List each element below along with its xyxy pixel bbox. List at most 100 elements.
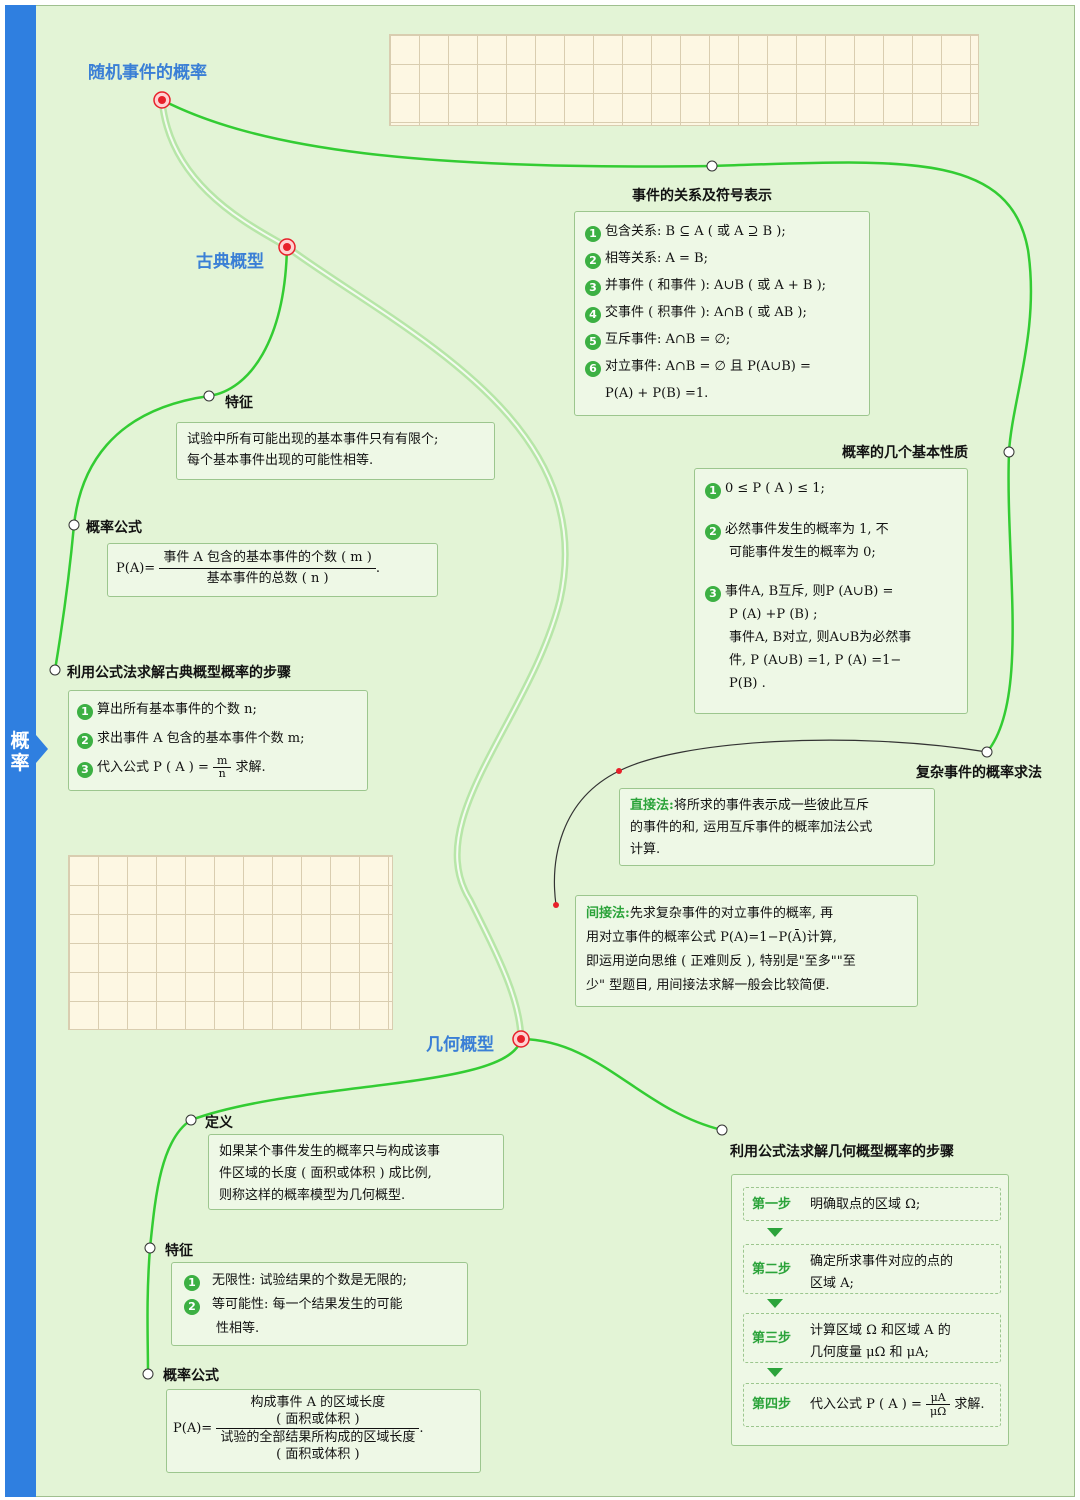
complex-indirect-line-2: 用对立事件的概率公式 P(A)=1−P(Ā)计算, bbox=[586, 930, 837, 945]
number-badge-5: 5 bbox=[585, 334, 601, 350]
number-badge-3: 3 bbox=[585, 280, 601, 296]
number-badge-1: 1 bbox=[585, 226, 601, 242]
relation-item-6-cont: P(A) + P(B) =1. bbox=[605, 386, 709, 401]
complex-indirect-box: 间接法:先求复杂事件的对立事件的概率, 再 用对立事件的概率公式 P(A)=1−… bbox=[575, 895, 918, 1007]
branch-right bbox=[711, 161, 1033, 753]
geometric-formula-fraction: 构成事件 A 的区域长度( 面积或体积 ) 试验的全部结果所构成的区域长度( 面… bbox=[216, 1394, 420, 1463]
branch-complex bbox=[553, 739, 988, 906]
complex-title: 复杂事件的概率求法 bbox=[916, 765, 1042, 781]
complex-direct-line-2: 的事件的和, 运用互斥事件的概率加法公式 bbox=[630, 820, 873, 835]
node-classical-steps bbox=[49, 664, 61, 676]
classical-formula-label: 概率公式 bbox=[86, 520, 142, 536]
geometric-step-2: 第二步确定所求事件对应的点的区域 A; bbox=[743, 1244, 1001, 1294]
geometric-def-box: 如果某个事件发生的概率只与构成该事 件区域的长度 ( 面积或体积 ) 成比例, … bbox=[208, 1134, 504, 1210]
grid-decoration-left bbox=[68, 855, 393, 1030]
branch-geometric-right bbox=[520, 1037, 723, 1132]
step-badge-3: 3 bbox=[77, 762, 93, 778]
node-relations bbox=[706, 160, 718, 172]
node-properties bbox=[1003, 446, 1015, 458]
geometric-feature-label: 特征 bbox=[165, 1243, 193, 1259]
geo-feature-badge-2: 2 bbox=[184, 1299, 200, 1315]
geometric-title: 几何概型 bbox=[426, 1035, 494, 1055]
relations-title: 事件的关系及符号表示 bbox=[632, 188, 772, 204]
step-badge-2: 2 bbox=[77, 733, 93, 749]
node-geo-def bbox=[185, 1114, 197, 1126]
node-classical-feature bbox=[203, 390, 215, 402]
classical-formula-lhs: P(A)= bbox=[116, 561, 156, 576]
property-badge-3: 3 bbox=[705, 586, 721, 602]
step-arrow-1 bbox=[767, 1228, 783, 1237]
classical-formula-numerator: 事件 A 包含的基本事件的个数 ( m ) bbox=[159, 548, 376, 569]
node-geo-steps bbox=[716, 1124, 728, 1136]
side-title: 概率 bbox=[10, 730, 30, 774]
main-topic: 随机事件的概率 bbox=[88, 63, 207, 83]
geometric-formula-lhs: P(A)= bbox=[173, 1421, 213, 1436]
geometric-formula-box: P(A)= 构成事件 A 的区域长度( 面积或体积 ) 试验的全部结果所构成的区… bbox=[166, 1389, 481, 1473]
geometric-def-line-1: 如果某个事件发生的概率只与构成该事 bbox=[219, 1144, 441, 1159]
classical-formula-denominator: 基本事件的总数 ( n ) bbox=[206, 571, 329, 586]
geometric-def-line-2: 件区域的长度 ( 面积或体积 ) 成比例, bbox=[219, 1166, 432, 1181]
properties-title: 概率的几个基本性质 bbox=[842, 445, 968, 461]
node-geometric bbox=[512, 1030, 530, 1048]
step-arrow-3 bbox=[767, 1368, 783, 1377]
node-main bbox=[153, 91, 171, 109]
classical-steps-label: 利用公式法求解古典概型概率的步骤 bbox=[67, 665, 291, 681]
complex-direct-box: 直接法:将所求的事件表示成一些彼此互斥 的事件的和, 运用互斥事件的概率加法公式… bbox=[619, 788, 935, 866]
node-classical bbox=[278, 238, 296, 256]
geo-feature-badge-1: 1 bbox=[184, 1275, 200, 1291]
sidebar-arrow bbox=[36, 735, 48, 763]
node-geo-formula bbox=[142, 1368, 154, 1380]
classical-formula-fraction: 事件 A 包含的基本事件的个数 ( m ) 基本事件的总数 ( n ) bbox=[159, 548, 376, 589]
node-geo-feature bbox=[144, 1242, 156, 1254]
grid-decoration-top bbox=[389, 34, 979, 126]
property-3-line-4: 件, P (A∪B) =1, P (A) =1− bbox=[729, 653, 902, 668]
property-3-line-2: P (A) +P (B) ; bbox=[729, 607, 818, 622]
geometric-steps-label: 利用公式法求解几何概型概率的步骤 bbox=[730, 1144, 954, 1160]
branch-classical bbox=[53, 246, 289, 671]
property-badge-2: 2 bbox=[705, 524, 721, 540]
geometric-step-3: 第三步计算区域 Ω 和区域 A 的几何度量 μΩ 和 μA; bbox=[743, 1313, 1001, 1363]
classical-feature-line-2: 每个基本事件出现的可能性相等. bbox=[187, 453, 374, 468]
complex-indirect-line-1: 间接法:先求复杂事件的对立事件的概率, 再 bbox=[586, 906, 834, 921]
classical-feature-label: 特征 bbox=[225, 395, 253, 411]
node-classical-formula bbox=[68, 519, 80, 531]
property-3-line-5: P(B) . bbox=[729, 676, 766, 691]
geometric-step-1: 第一步明确取点的区域 Ω; bbox=[743, 1187, 1001, 1221]
geometric-formula-denominator: 试验的全部结果所构成的区域长度( 面积或体积 ) bbox=[220, 1430, 416, 1462]
classical-title: 古典概型 bbox=[196, 252, 264, 272]
geometric-formula-numerator: 构成事件 A 的区域长度( 面积或体积 ) bbox=[216, 1394, 420, 1429]
number-badge-2: 2 bbox=[585, 253, 601, 269]
dot-direct bbox=[616, 768, 622, 774]
classical-formula-box: P(A)= 事件 A 包含的基本事件的个数 ( m ) 基本事件的总数 ( n … bbox=[107, 543, 438, 597]
complex-direct-line-1: 直接法:将所求的事件表示成一些彼此互斥 bbox=[630, 798, 869, 813]
geometric-feature-2-cont: 性相等. bbox=[216, 1321, 260, 1336]
dot-indirect bbox=[553, 902, 559, 908]
geometric-formula-label: 概率公式 bbox=[163, 1368, 219, 1384]
complex-indirect-line-3: 即运用逆向思维 ( 正难则反 ), 特别是"至多""至 bbox=[586, 954, 856, 969]
geometric-def-line-3: 则称这样的概率模型为几何概型. bbox=[219, 1188, 406, 1203]
property-3-line-3: 事件A, B对立, 则A∪B为必然事 bbox=[729, 630, 912, 645]
complex-indirect-line-4: 少" 型题目, 用间接法求解一般会比较简便. bbox=[586, 978, 830, 993]
number-badge-6: 6 bbox=[585, 361, 601, 377]
node-complex bbox=[981, 746, 993, 758]
step-badge-1: 1 bbox=[77, 704, 93, 720]
